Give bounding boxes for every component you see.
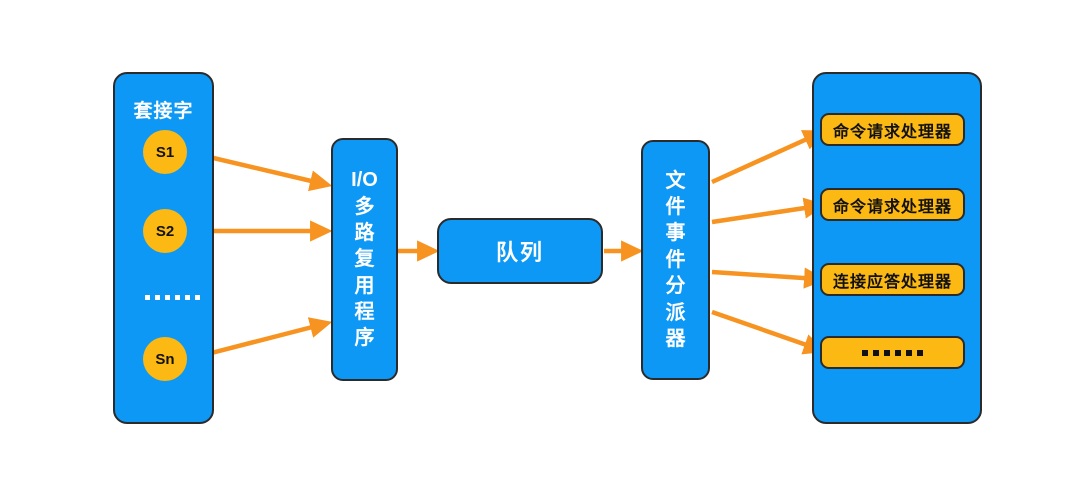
arrow-dispatcher-to-handler-4 [711,309,827,355]
io-multiplexer-char-4: 用 [354,274,375,297]
socket-s1-label: S1 [155,143,175,161]
socket-s2-label: S2 [155,222,175,240]
dispatcher-char-0: 文 [665,169,686,192]
handler-connection-response-label: 连接应答处理器 [832,273,952,291]
sockets-panel-title: 套接字 [133,101,194,122]
handler-more[interactable] [820,336,965,369]
arrow-dispatcher-to-handler-2 [711,197,827,225]
socket-s2[interactable]: S2 [143,209,187,253]
io-multiplexer-box[interactable]: I/O 多 路 复 用 程 序 [331,138,398,381]
handler-connection-response[interactable]: 连接应答处理器 [820,263,965,296]
io-multiplexer-char-6: 序 [354,327,375,350]
io-multiplexer-char-0: I/O [351,169,378,192]
queue-label: 队列 [495,240,544,265]
handler-command-request-1[interactable]: 命令请求处理器 [820,113,965,146]
dispatcher-char-3: 件 [665,248,686,271]
dispatcher-char-6: 器 [665,327,686,350]
dispatcher-char-5: 派 [665,301,686,324]
dispatcher-char-4: 分 [665,275,686,298]
socket-sn-label: Sn [155,350,175,368]
handler-command-request-1-label: 命令请求处理器 [832,123,952,141]
io-multiplexer-char-3: 复 [354,248,375,271]
handler-more-ellipsis-icon [862,349,923,356]
io-multiplexer-char-2: 路 [354,221,375,244]
queue-box[interactable]: 队列 [437,218,603,284]
sockets-ellipsis-icon [145,295,200,300]
socket-s1[interactable]: S1 [143,130,187,174]
arrow-dispatcher-to-handler-3 [711,267,827,289]
handler-command-request-2[interactable]: 命令请求处理器 [820,188,965,221]
io-multiplexer-char-1: 多 [354,195,375,218]
dispatcher-char-1: 件 [665,196,686,219]
arrow-dispatcher-to-handler-1 [711,130,826,185]
io-multiplexer-char-5: 程 [354,301,375,324]
handler-command-request-2-label: 命令请求处理器 [832,198,952,216]
socket-sn[interactable]: Sn [143,337,187,381]
dispatcher-char-2: 事 [665,222,686,245]
file-event-dispatcher-box[interactable]: 文 件 事 件 分 派 器 [641,140,710,380]
